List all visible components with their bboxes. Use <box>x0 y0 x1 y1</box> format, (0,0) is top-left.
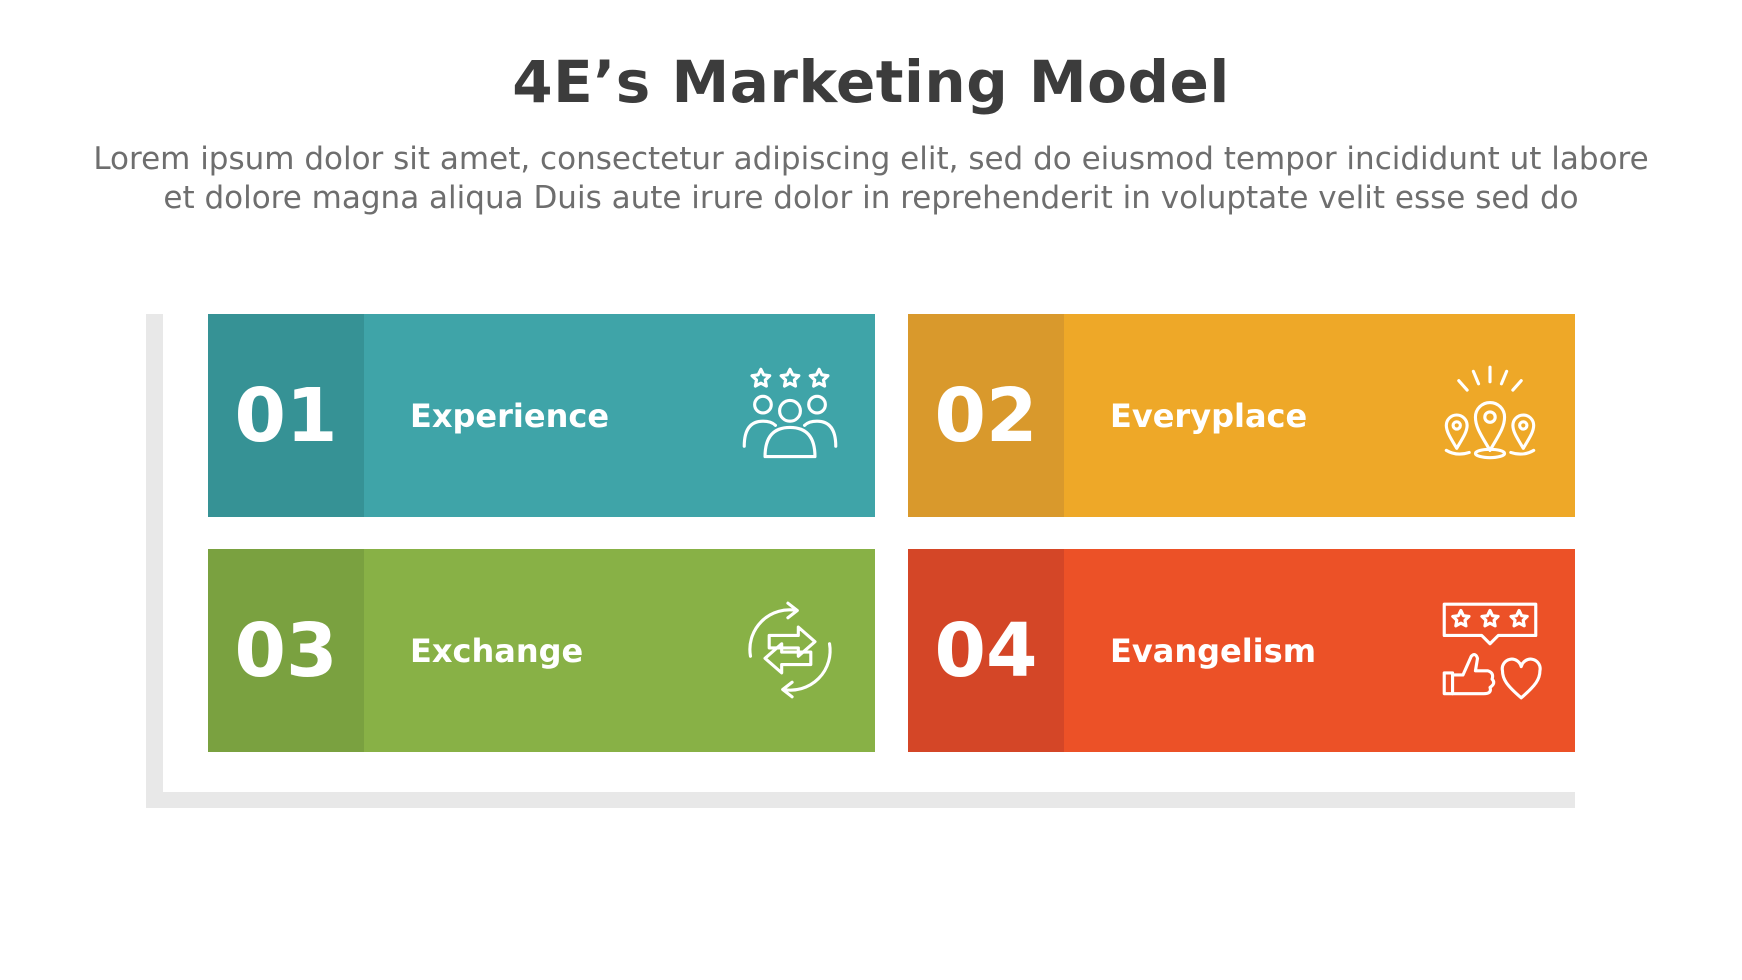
page-title: 4E’s Marketing Model <box>512 48 1230 116</box>
subtitle-line-2: et dolore magna aliqua Duis aute irure d… <box>163 180 1579 216</box>
frame-bottom-bar <box>146 792 1575 808</box>
subtitle-line-1: Lorem ipsum dolor sit amet, consectetur … <box>93 141 1649 177</box>
page-subtitle: Lorem ipsum dolor sit amet, consectetur … <box>80 140 1662 218</box>
card-everyplace: 02 Everyplace <box>908 314 1575 517</box>
card-number: 04 <box>908 549 1064 752</box>
card-label: Exchange <box>410 631 584 670</box>
frame-left-bar <box>146 314 163 808</box>
exchange-arrows-icon <box>738 598 842 702</box>
card-exchange: 03 Exchange <box>208 549 875 752</box>
group-rating-icon <box>738 363 842 467</box>
card-number: 02 <box>908 314 1064 517</box>
card-evangelism: 04 Evangelism <box>908 549 1575 752</box>
card-label: Evangelism <box>1110 631 1317 670</box>
card-label: Experience <box>410 396 610 435</box>
card-label: Everyplace <box>1110 396 1308 435</box>
review-like-icon <box>1438 598 1542 702</box>
card-number: 01 <box>208 314 364 517</box>
location-pins-icon <box>1438 363 1542 467</box>
card-experience: 01 Experience <box>208 314 875 517</box>
card-number: 03 <box>208 549 364 752</box>
